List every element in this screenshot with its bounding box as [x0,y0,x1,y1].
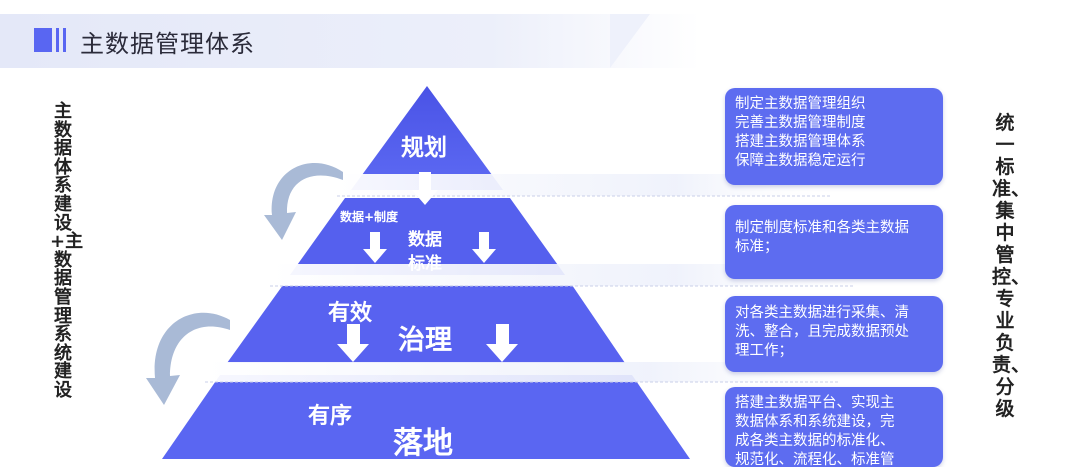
header-bars-icon [34,28,66,52]
box1-line4: 保障主数据稳定运行 [735,153,866,169]
box2-line2: 标准； [735,239,779,255]
tier2-label-line1: 数据 [408,230,442,250]
box1-line2: 完善主数据管理制度 [735,115,866,131]
description-box-2: 制定制度标准和各类主数据 标准； [725,205,943,279]
tier3-label: 治理 [398,325,452,356]
down-arrow-icon-1 [412,172,438,205]
tier3-small-label: 有效 [328,301,373,326]
box2-line1: 制定制度标准和各类主数据 [735,220,909,236]
down-arrow-icon-5 [486,324,518,362]
tier2-small-label: 数据+制度 [340,210,399,224]
pyramid-tier-1 [351,86,503,190]
down-arrow-icon [337,172,518,362]
down-arrow-icon-2 [363,232,387,263]
curved-arrow-icon-1 [264,163,343,240]
box4-line1: 搭建主数据平台、实现主 [735,395,895,411]
tier4-label: 落地 [393,426,453,461]
pyramid-tier-4 [162,375,690,459]
tier1-label: 规划 [401,135,447,161]
header-band [0,14,700,68]
tier4-small-label: 有序 [308,404,353,429]
pyramid-band-1 [337,174,822,196]
box4-line3: 成各类主数据的标准化、 [735,433,895,449]
box1-line3: 搭建主数据管理体系 [735,134,866,150]
description-box-4: 搭建主数据平台、实现主 数据体系和系统建设，完 成各类主数据的标准化、 规范化、… [725,387,943,467]
box3-line2: 洗、整合，且完成数据预处 [735,324,909,340]
header-slant [610,14,650,68]
box4-line4: 规范化、流程化、标准管 [735,452,895,467]
curved-arrow-icon [146,163,343,405]
pyramid-band-2 [270,264,850,286]
pyramid-tier-3 [227,285,625,363]
left-vertical-text: 主数据体系建设+主数据管理系统建设 [50,101,84,401]
tier2-label-line2: 标准 [408,254,442,274]
description-box-3: 对各类主数据进行采集、清 洗、整合，且完成数据预处 理工作； [725,296,943,372]
down-arrow-icon-4 [337,324,369,362]
box1-line1: 制定主数据管理组织 [735,96,866,112]
description-box-1: 制定主数据管理组织 完善主数据管理制度 搭建主数据管理体系 保障主数据稳定运行 [725,88,943,185]
pyramid-tier-2 [290,198,565,275]
pyramid-band-3 [205,362,840,382]
curved-arrow-icon-2 [146,312,230,405]
down-arrow-icon-3 [472,232,496,263]
page-title: 主数据管理体系 [80,30,255,58]
box4-line2: 数据体系和系统建设，完 [735,414,895,430]
box3-line1: 对各类主数据进行采集、清 [735,305,909,321]
box3-line3: 理工作； [735,343,793,359]
